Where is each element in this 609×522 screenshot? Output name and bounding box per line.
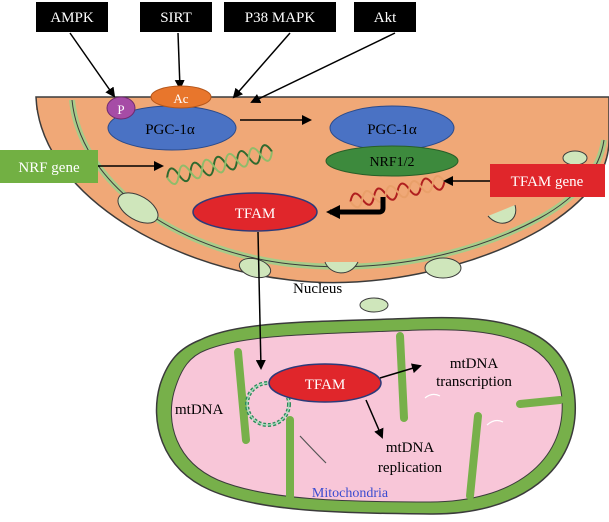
transcription-label-line2: transcription: [436, 374, 512, 390]
akt-box: [354, 2, 416, 32]
replication-label-line1: mtDNA: [386, 440, 435, 456]
arrow-akt-to-pgc: [250, 32, 396, 104]
mitochondria-label: Mitochondria: [312, 486, 389, 501]
p38-mapk-label: P38 MAPK: [245, 10, 316, 26]
mito-matrix: [170, 329, 563, 503]
tfam-gene-box: [490, 164, 605, 197]
nuclear-pore: [562, 150, 588, 166]
nuclear-pore: [359, 297, 389, 313]
crista: [396, 332, 408, 422]
akt-label: Akt: [374, 10, 397, 26]
phospho-label: P: [117, 102, 124, 117]
rna-strand: [424, 393, 441, 399]
tfam-gene-label: TFAM gene: [511, 174, 584, 190]
pgc1a-nrf-complex: PGC-1α NRF1/2: [325, 105, 459, 177]
nrf-protein-label: NRF1/2: [369, 155, 414, 170]
arrow-sirt-to-ac: [174, 32, 185, 90]
nrf-gene-dna: [166, 144, 273, 185]
sirt-label: SIRT: [160, 10, 192, 26]
tfam-gene-dna: [349, 175, 446, 209]
sirt-box: [140, 2, 212, 32]
nuclear-fold: [324, 261, 359, 274]
ampk-box: [36, 2, 108, 32]
rna-strand: [486, 419, 504, 426]
nrf-gene-label: NRF gene: [18, 160, 80, 176]
tfam-nucleus-label: TFAM: [235, 206, 276, 222]
acetyl-badge: [150, 85, 212, 109]
phospho-badge: [106, 96, 136, 120]
nuclear-pore: [238, 257, 272, 279]
pgc1a-left-complex: PGC-1α P Ac: [106, 85, 237, 151]
pgc1a-right-label: PGC-1α: [367, 122, 417, 138]
p38-mapk-box: [224, 2, 336, 32]
mitochondrion: mtDNA TFAM mtDNA transcription mtDNA rep…: [155, 316, 576, 515]
arrow-ampk-to-p: [69, 32, 116, 98]
mtdna-label: mtDNA: [175, 402, 224, 418]
nucleus-label: Nucleus: [293, 281, 342, 297]
transcription-label-line1: mtDNA: [450, 356, 499, 372]
arrow-transcription: [379, 363, 422, 379]
crista: [516, 396, 564, 408]
nuclear-fold: [487, 204, 517, 224]
tfam-nucleus: [192, 192, 318, 232]
arrow-tfam-expression: [326, 197, 386, 219]
crista: [234, 348, 250, 444]
tfam-mito-label: TFAM: [305, 377, 346, 393]
acetyl-label: Ac: [173, 91, 188, 106]
pgc1a-left-label: PGC-1α: [145, 122, 195, 138]
rna-strand: [299, 435, 327, 464]
nrf-protein: [325, 145, 459, 177]
crista: [466, 412, 482, 500]
tfam-nucleus-group: TFAM: [192, 192, 318, 232]
arrow-replication: [365, 399, 384, 439]
nuclear-pore: [117, 192, 159, 224]
tfam-mito: [268, 363, 382, 403]
ampk-label: AMPK: [50, 10, 94, 26]
nuclear-pore: [424, 257, 462, 279]
regulators: AMPK SIRT P38 MAPK Akt: [36, 2, 416, 32]
arrow-p38-to-pgc: [232, 32, 291, 99]
replication-label-line2: replication: [378, 460, 443, 476]
regulator-arrows: [69, 32, 396, 104]
gene-labels: NRF gene TFAM gene: [0, 150, 605, 197]
arrow-tfam-import: [255, 231, 266, 370]
nrf-gene-box: [0, 150, 98, 183]
